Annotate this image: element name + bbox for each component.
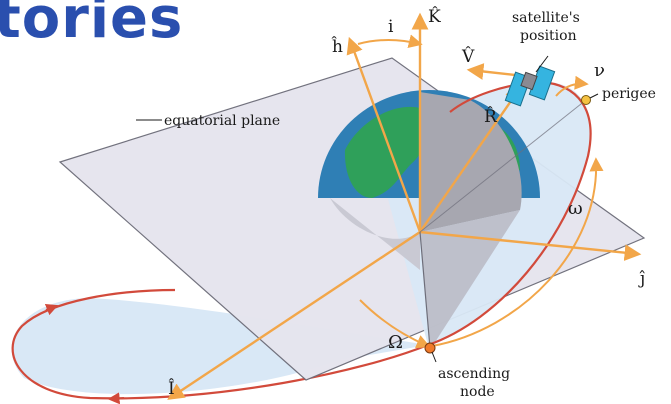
perigee-label: perigee — [602, 86, 656, 102]
ascending-node-point — [424, 342, 436, 354]
h-vector — [346, 36, 422, 233]
j-axis — [419, 230, 642, 262]
argument-of-perigee-arc — [431, 157, 604, 347]
node-line — [419, 231, 431, 349]
r-vector — [419, 85, 522, 233]
satellite-icon — [504, 65, 556, 107]
inclination-label: i — [388, 17, 394, 37]
equatorial-plane-label: equatorial plane — [164, 113, 280, 129]
earth-globe — [318, 90, 540, 350]
orbit-direction-arrow-lower — [44, 303, 59, 316]
satellite-position-label-line2: position — [520, 28, 577, 44]
h-vector-label: ĥ — [331, 36, 343, 57]
satellite-position-label-line1: satellite's — [512, 10, 580, 26]
perigee-point — [581, 95, 591, 105]
true-anomaly-arc — [555, 75, 589, 97]
r-vector-label: R̂ — [484, 107, 498, 127]
slide-title: tories — [0, 0, 184, 51]
perigee-line — [419, 99, 587, 233]
inclination-arc — [357, 34, 423, 49]
k-axis-label: K̂ — [428, 7, 441, 27]
ascending-node-label-line2: node — [460, 384, 495, 400]
ascending-node-label-line1: ascending — [438, 366, 510, 382]
raan-label: Ω — [388, 332, 403, 353]
argument-of-perigee-label: ω — [568, 198, 583, 219]
j-axis-label: ĵ — [638, 269, 645, 289]
i-axis-label: Î — [168, 378, 175, 399]
v-vector-label: V̂ — [461, 47, 475, 67]
orbit-upper-path — [427, 80, 592, 347]
i-axis — [167, 231, 421, 400]
orbit-lower-path — [11, 288, 429, 400]
raan-arc — [359, 299, 431, 349]
orbit-lower-fill — [11, 298, 429, 395]
orbit-direction-arrow-bottom — [107, 392, 125, 404]
true-anomaly-label: ν — [594, 60, 605, 81]
